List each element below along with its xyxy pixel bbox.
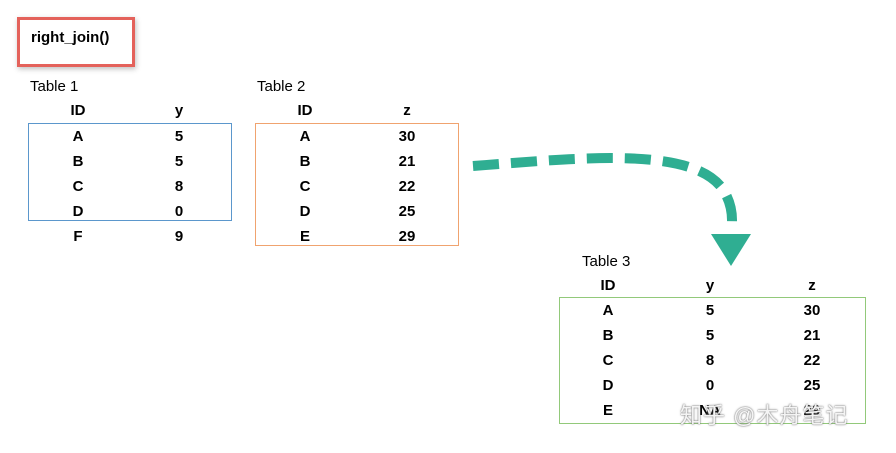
table3-header-id: ID: [600, 277, 616, 294]
table1-header-y: y: [174, 102, 184, 119]
table2-caption: Table 2: [257, 78, 306, 95]
table3-header-z: z: [808, 277, 816, 294]
table3-cell: C: [602, 352, 614, 369]
table3-cell: 8: [705, 352, 715, 369]
table3-header-y: y: [705, 277, 715, 294]
title-box: right_join(): [17, 17, 135, 67]
table2-header-z: z: [403, 102, 411, 119]
table1-cell: D: [72, 203, 84, 220]
table2-cell: A: [299, 128, 311, 145]
table1-cell: 8: [174, 178, 184, 195]
table3-cell: 22: [803, 352, 821, 369]
table2-frame: [255, 123, 459, 246]
table3-frame: [559, 297, 866, 424]
table1-cell: B: [72, 153, 84, 170]
table1-caption: Table 1: [30, 78, 79, 95]
table3-cell: 30: [803, 302, 821, 319]
diagram-title: right_join(): [31, 29, 110, 46]
table1-cell: 5: [174, 128, 184, 145]
table2-cell: D: [299, 203, 311, 220]
table1-cell: 9: [174, 228, 184, 245]
table3-cell: E: [602, 402, 613, 419]
table2-cell: 30: [398, 128, 416, 145]
table1-header-id: ID: [70, 102, 86, 119]
table2-cell: 25: [398, 203, 416, 220]
watermark: 知乎 @木舟笔记: [680, 403, 849, 428]
table2-cell: 21: [398, 153, 416, 170]
arrow-head-icon: [711, 234, 751, 266]
table3-cell: 0: [705, 377, 715, 394]
table3-cell: 25: [803, 377, 821, 394]
table1-cell: C: [72, 178, 84, 195]
table3-cell: NA: [699, 402, 721, 419]
table3-cell: 21: [803, 327, 821, 344]
table2-cell: C: [299, 178, 311, 195]
arrow-dashed-curve: [472, 153, 737, 233]
table3-cell: D: [602, 377, 614, 394]
table2-cell: E: [299, 228, 310, 245]
table1-cell: A: [72, 128, 84, 145]
table3-cell: A: [602, 302, 614, 319]
table3-cell: 29: [803, 402, 821, 419]
table3-cell: B: [602, 327, 614, 344]
table2-cell: 29: [398, 228, 416, 245]
table3-caption: Table 3: [582, 253, 631, 270]
table3-cell: 5: [705, 327, 715, 344]
table2-cell: 22: [398, 178, 416, 195]
table1-cell: F: [73, 228, 83, 245]
table2-cell: B: [299, 153, 311, 170]
table3-cell: 5: [705, 302, 715, 319]
table1-frame: [28, 123, 232, 221]
table1-cell: 5: [174, 153, 184, 170]
table1-cell: 0: [174, 203, 184, 220]
table2-header-id: ID: [297, 102, 313, 119]
